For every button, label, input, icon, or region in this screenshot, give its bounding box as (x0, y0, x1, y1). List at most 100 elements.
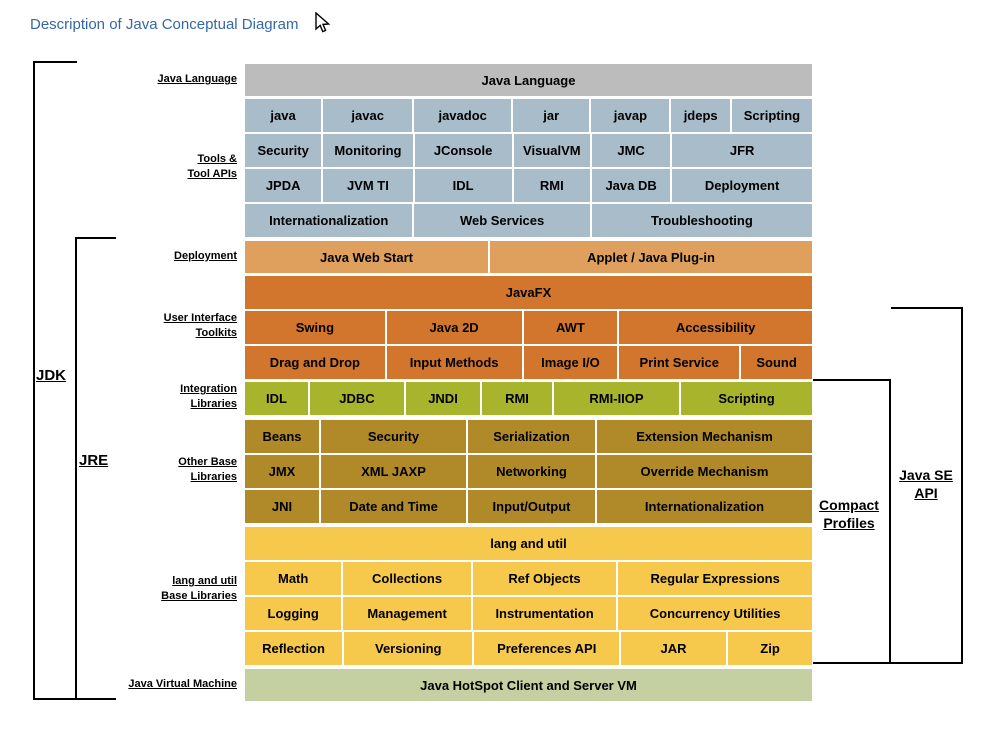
javase-label-line[interactable]: Java SE (899, 467, 953, 483)
block-jar[interactable]: jar (513, 99, 590, 132)
block-jpda[interactable]: JPDA (245, 169, 322, 202)
block-java[interactable]: java (245, 99, 322, 132)
block-serialization[interactable]: Serialization (468, 420, 595, 453)
compact-label-line[interactable]: Profiles (823, 515, 875, 531)
block-swing[interactable]: Swing (245, 311, 385, 344)
row-label-line[interactable]: Deployment (174, 250, 237, 262)
block-instrumentation[interactable]: Instrumentation (472, 597, 617, 630)
jdk-bracket-top-line (33, 61, 77, 63)
block-idl[interactable]: IDL (245, 382, 308, 415)
block-troubleshooting[interactable]: Troubleshooting (591, 204, 812, 237)
java-se-api-label[interactable]: Java SE API (889, 466, 963, 502)
block-idl[interactable]: IDL (414, 169, 512, 202)
block-rmi-iiop[interactable]: RMI-IIOP (554, 382, 679, 415)
block-override-mechanism[interactable]: Override Mechanism (597, 455, 812, 488)
block-security[interactable]: Security (321, 420, 466, 453)
block-reflection[interactable]: Reflection (245, 632, 343, 665)
block-javap[interactable]: javap (591, 99, 670, 132)
block-collections[interactable]: Collections (343, 562, 471, 595)
block-networking[interactable]: Networking (468, 455, 595, 488)
block-extension-mechanism[interactable]: Extension Mechanism (597, 420, 812, 453)
block-jdeps[interactable]: jdeps (671, 99, 730, 132)
block-java-web-start[interactable]: Java Web Start (245, 241, 488, 273)
block-logging[interactable]: Logging (245, 597, 342, 630)
jdk-label[interactable]: JDK (36, 367, 67, 384)
block-javafx[interactable]: JavaFX (245, 276, 812, 309)
jre-label[interactable]: JRE (79, 452, 109, 469)
block-image-i-o[interactable]: Image I/O (523, 346, 618, 379)
block-jmx[interactable]: JMX (245, 455, 319, 488)
row-label-line[interactable]: Java Virtual Machine (128, 678, 237, 690)
block-jndi[interactable]: JNDI (406, 382, 480, 415)
block-preferences-api[interactable]: Preferences API (474, 632, 619, 665)
row-label-java-virtual-machine[interactable]: Java Virtual Machine (47, 677, 237, 692)
block-web-services[interactable]: Web Services (414, 204, 590, 237)
row-label-line[interactable]: Tool APIs (187, 168, 238, 180)
row-label-line[interactable]: User Interface (163, 312, 237, 324)
block-scripting[interactable]: Scripting (681, 382, 812, 415)
block-jar[interactable]: JAR (620, 632, 727, 665)
row-label-line[interactable]: Toolkits (195, 327, 237, 339)
row-label-line[interactable]: lang and util (172, 575, 237, 587)
block-monitoring[interactable]: Monitoring (323, 134, 413, 167)
row-label-java-language[interactable]: Java Language (47, 72, 237, 87)
block-applet-java-plug-in[interactable]: Applet / Java Plug-in (490, 241, 812, 273)
block-security[interactable]: Security (245, 134, 322, 167)
block-java-db[interactable]: Java DB (591, 169, 671, 202)
block-versioning[interactable]: Versioning (344, 632, 473, 665)
block-java-hotspot-client-and-server-vm[interactable]: Java HotSpot Client and Server VM (245, 669, 812, 701)
block-date-and-time[interactable]: Date and Time (321, 490, 466, 523)
block-awt[interactable]: AWT (523, 311, 618, 344)
block-deployment[interactable]: Deployment (672, 169, 812, 202)
block-rmi[interactable]: RMI (482, 382, 552, 415)
block-javac[interactable]: javac (323, 99, 413, 132)
row-label-line[interactable]: Integration (180, 383, 237, 395)
row-label-line[interactable]: Other Base (178, 456, 237, 468)
row-label-deployment[interactable]: Deployment (47, 249, 237, 264)
block-java-2d[interactable]: Java 2D (386, 311, 522, 344)
block-rmi[interactable]: RMI (513, 169, 590, 202)
block-jconsole[interactable]: JConsole (414, 134, 512, 167)
row-label-line[interactable]: Tools & (197, 153, 237, 165)
row-label-line[interactable]: Libraries (190, 471, 237, 483)
block-ref-objects[interactable]: Ref Objects (472, 562, 617, 595)
block-jdbc[interactable]: JDBC (310, 382, 404, 415)
row-label-line[interactable]: Base Libraries (161, 590, 237, 602)
block-visualvm[interactable]: VisualVM (513, 134, 590, 167)
row-label-line[interactable]: Libraries (190, 398, 237, 410)
row-label-line[interactable]: Java Language (157, 73, 237, 85)
block-javadoc[interactable]: javadoc (414, 99, 512, 132)
block-management[interactable]: Management (343, 597, 471, 630)
block-input-output[interactable]: Input/Output (468, 490, 595, 523)
block-internationalization[interactable]: Internationalization (597, 490, 812, 523)
block-zip[interactable]: Zip (728, 632, 812, 665)
block-internationalization[interactable]: Internationalization (245, 204, 413, 237)
block-sound[interactable]: Sound (741, 346, 812, 379)
block-accessibility[interactable]: Accessibility (619, 311, 812, 344)
block-print-service[interactable]: Print Service (619, 346, 740, 379)
block-jni[interactable]: JNI (245, 490, 319, 523)
block-xml-jaxp[interactable]: XML JAXP (321, 455, 466, 488)
block-lang-and-util[interactable]: lang and util (245, 527, 812, 560)
block-drag-and-drop[interactable]: Drag and Drop (245, 346, 385, 379)
block-jvm-ti[interactable]: JVM TI (323, 169, 413, 202)
javase-label-line[interactable]: API (914, 485, 938, 501)
row-label-tools-tool-apis[interactable]: Tools & Tool APIs (47, 152, 238, 182)
block-regular-expressions[interactable]: Regular Expressions (618, 562, 812, 595)
compact-label-line[interactable]: Compact (819, 497, 879, 513)
block-input-methods[interactable]: Input Methods (386, 346, 522, 379)
block-jmc[interactable]: JMC (591, 134, 671, 167)
block-beans[interactable]: Beans (245, 420, 319, 453)
block-concurrency-utilities[interactable]: Concurrency Utilities (618, 597, 812, 630)
block-jfr[interactable]: JFR (672, 134, 812, 167)
block-java-language[interactable]: Java Language (245, 64, 812, 96)
block-scripting[interactable]: Scripting (731, 99, 812, 132)
block-math[interactable]: Math (245, 562, 342, 595)
description-link[interactable]: Description of Java Conceptual Diagram (30, 16, 299, 33)
